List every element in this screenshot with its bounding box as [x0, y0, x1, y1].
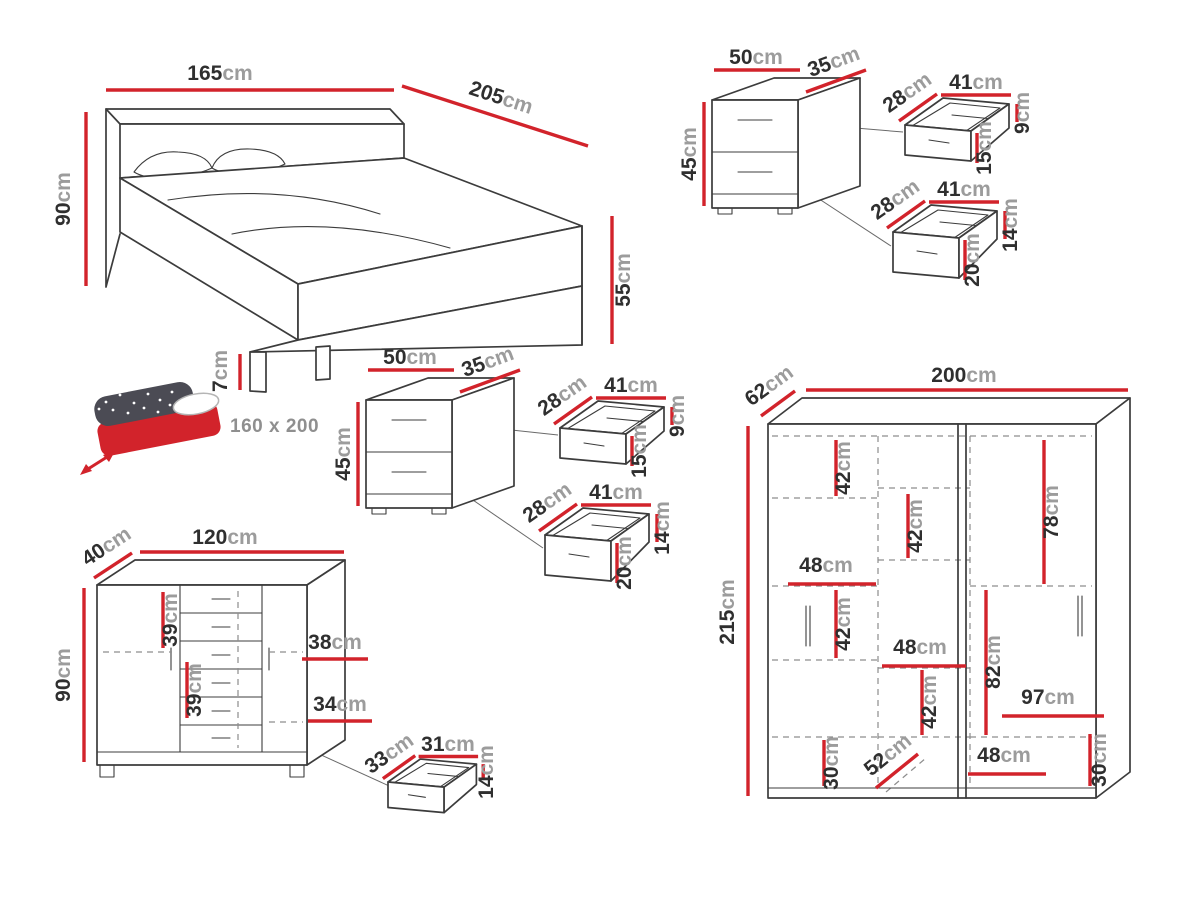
dim-wardrobe-width: 200cm: [931, 364, 996, 387]
nightstand1-body: [702, 68, 868, 216]
dim-dresser-drawer-width: 31cm: [421, 733, 475, 756]
dim-ns2-top-drawer-width: 41cm: [604, 374, 658, 397]
dresser-feet: [99, 764, 305, 778]
dim-wardrobe-bottom-center-width: 48cm: [977, 744, 1031, 767]
dim-nightstand1-height: 45cm: [678, 127, 701, 181]
mattress-icon-arrow: [87, 455, 108, 471]
dim-nightstand2-height: 45cm: [332, 427, 355, 481]
mattress-icon-base: [97, 402, 221, 456]
bed-leg-near: [249, 351, 267, 393]
wardrobe-top-section-lines: [834, 440, 1046, 584]
dim-wardrobe-right-top-section: 78cm: [1040, 485, 1063, 539]
dim-ns2-bottom-drawer-front-height: 20cm: [613, 536, 636, 590]
dim-ns1-top-drawer-front-height: 15cm: [973, 121, 996, 175]
dim-ns2-top-drawer-back-height: 9cm: [666, 395, 689, 437]
wardrobe-front-face: [767, 423, 1097, 799]
dim-ns2-bottom-drawer-back-height: 14cm: [651, 501, 674, 555]
dim-dresser-drawer-height: 14cm: [475, 745, 498, 799]
dresser-internal-dashed: [103, 591, 303, 748]
mattress-size-icon: 160 x 200: [80, 381, 319, 475]
mattress-icon-arrowheads: [80, 451, 115, 475]
wardrobe-top-face: [767, 397, 1131, 425]
dim-ns1-top-drawer-back-height: 9cm: [1011, 92, 1034, 134]
nightstand2-top-drawer-drawing: 28cm 41cm 9cm 15cm: [534, 371, 689, 478]
dim-wardrobe-right-middle-section: 82cm: [982, 635, 1005, 689]
wardrobe-drawing: 62cm 200cm 215cm 42cm 42cm 78cm 48cm 42c…: [716, 361, 1131, 799]
dim-bed-length: 205cm: [466, 77, 535, 119]
dim-wardrobe-height: 215cm: [716, 579, 739, 644]
dim-wardrobe-center-section-width: 48cm: [893, 636, 947, 659]
dim-dresser-shelf-width: 38cm: [308, 631, 362, 654]
dim-ns1-bottom-drawer-width: 41cm: [937, 178, 991, 201]
dim-dresser-lower-shelf: 39cm: [183, 663, 206, 717]
nightstand2-drawing: 50cm 35cm 45cm: [332, 342, 522, 516]
dim-wardrobe-center-middle-shelf: 42cm: [918, 675, 941, 729]
dim-bed-height: 90cm: [52, 172, 75, 226]
dim-dresser-lower-shelf-width: 34cm: [313, 693, 367, 716]
dim-ns1-bottom-drawer-front-height: 20cm: [961, 233, 984, 287]
nightstand2-bottom-drawer-drawing: 28cm 41cm 14cm 20cm: [519, 478, 674, 590]
wardrobe-right-shelves-dashed: [885, 585, 1092, 793]
dim-dresser-upper-shelf: 39cm: [159, 593, 182, 647]
wardrobe-middle-section-lines: [788, 582, 988, 735]
mattress-size-label: 160 x 200: [230, 416, 319, 437]
wardrobe-depth-line: [759, 389, 797, 418]
nightstand1-top-drawer-drawing: 28cm 41cm 9cm 15cm: [879, 68, 1034, 175]
dim-ns1-top-drawer-width: 41cm: [949, 71, 1003, 94]
dim-bed-width: 165cm: [187, 62, 252, 85]
wardrobe-bottom-section-lines: [822, 714, 1104, 790]
dim-wardrobe-left-middle-shelf: 42cm: [832, 597, 855, 651]
dim-wardrobe-left-top-shelf: 42cm: [832, 441, 855, 495]
dresser-drawer-drawing: 33cm 31cm 14cm: [361, 729, 498, 814]
dim-bed-leg-height: 7cm: [209, 350, 232, 392]
dim-wardrobe-bottom-right-height: 30cm: [1088, 733, 1111, 787]
wardrobe-partitions-dashed: [772, 435, 1092, 788]
mattress-icon-duvet: [94, 381, 194, 427]
wardrobe-door-edges: [957, 423, 967, 799]
dim-wardrobe-depth: 62cm: [741, 361, 798, 411]
dresser-drawer-fronts: [179, 612, 263, 726]
bed-leg-far: [315, 345, 331, 381]
dim-dresser-height: 90cm: [52, 648, 75, 702]
bed-length-line: [401, 84, 589, 148]
bed-drawing: 165cm 205cm 90cm 55cm 7cm: [52, 62, 635, 393]
dresser-front-face: [96, 584, 308, 766]
dim-dresser-depth: 40cm: [78, 522, 136, 571]
nightstand1-drawing: 50cm 35cm 45cm: [678, 42, 868, 216]
wardrobe-center-shelves-dashed: [878, 487, 970, 738]
dim-wardrobe-bottom-left-height: 30cm: [820, 736, 843, 790]
mattress-icon-pillow: [172, 392, 220, 416]
nightstand2-body: [356, 368, 522, 516]
dim-ns1-bottom-drawer-back-height: 14cm: [999, 198, 1022, 252]
dresser-top-face: [96, 559, 346, 586]
dresser-depth-line: [93, 551, 133, 580]
dim-ns2-bottom-drawer-width: 41cm: [589, 481, 643, 504]
bed-headboard-top: [105, 108, 405, 125]
dresser-drawing: 40cm 120cm 90cm 39cm 38cm 39cm 34cm: [52, 522, 372, 778]
dim-nightstand2-width: 50cm: [383, 346, 437, 369]
dresser-drawer-handles: [211, 598, 231, 739]
dim-dresser-width: 120cm: [192, 526, 257, 549]
dim-wardrobe-center-top-shelf: 42cm: [904, 499, 927, 553]
nightstand1-bottom-drawer-drawing: 28cm 41cm 14cm 20cm: [867, 175, 1022, 287]
bed-duvet-folds: [167, 193, 451, 249]
dresser-side-face: [306, 559, 346, 766]
dim-nightstand1-width: 50cm: [729, 46, 783, 69]
wardrobe-door-handles: [805, 595, 1083, 647]
bed-headboard-left-edge: [105, 108, 121, 288]
mattress-icon-duvet-stars: [97, 390, 174, 415]
dim-bed-foot-height: 55cm: [612, 253, 635, 307]
dim-ns2-top-drawer-front-height: 15cm: [628, 424, 651, 478]
dim-wardrobe-bottom-right-width: 97cm: [1021, 686, 1075, 709]
dim-wardrobe-left-section-width: 48cm: [799, 554, 853, 577]
